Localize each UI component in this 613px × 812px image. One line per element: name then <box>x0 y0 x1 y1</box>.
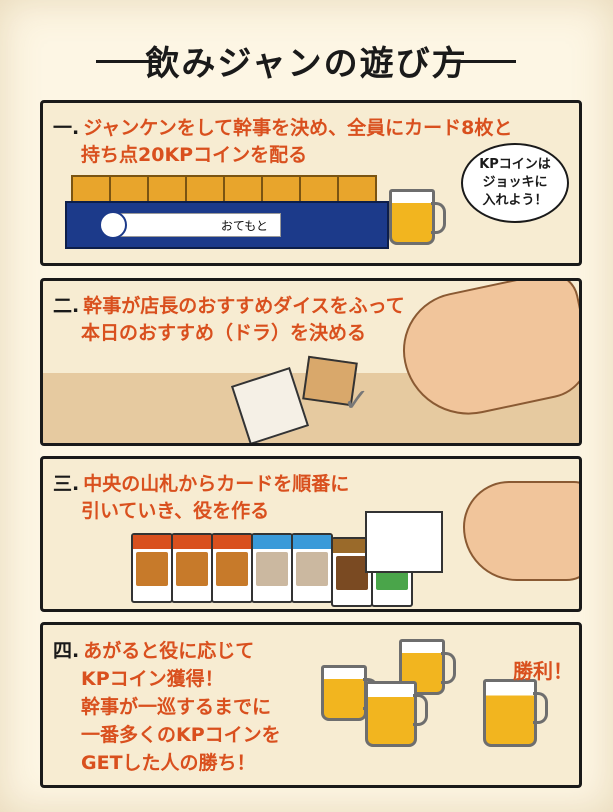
hand-icon <box>463 481 579 581</box>
title-rule-left <box>96 60 156 63</box>
step-panel-3: 三.中央の山札からカードを順番に 引いていき、役を作る <box>40 456 582 612</box>
step-panel-4: 四.あがると役に応じて KPコイン獲得！ 幹事が一巡するまでに 一番多くのKPコ… <box>40 622 582 788</box>
step-4-number: 四. <box>53 640 80 662</box>
beer-mug-icon <box>483 679 548 747</box>
step-4-line-1: あがると役に応じて <box>83 640 255 662</box>
food-card <box>211 533 253 603</box>
card-back <box>109 175 149 205</box>
step-2-line-1: 幹事が店長のおすすめダイスをふって <box>83 295 405 317</box>
bubble-line-1: KPコインは <box>479 157 551 172</box>
bubble-line-2: ジョッキに <box>482 175 548 190</box>
food-card <box>291 533 333 603</box>
title-rule-right <box>456 60 516 63</box>
page-title: 飲みジャンの遊び方 <box>145 44 468 84</box>
win-label: 勝利！ <box>513 659 573 683</box>
step-2-number: 二. <box>53 295 80 317</box>
step-3-line-1: 中央の山札からカードを順番に <box>83 473 350 495</box>
step-4-line-4: 一番多くのKPコインを <box>81 724 281 746</box>
step-3-line-2: 引いていき、役を作る <box>81 500 270 522</box>
food-card <box>131 533 173 603</box>
card-deck <box>365 511 443 573</box>
step-3-text: 三.中央の山札からカードを順番に 引いていき、役を作る <box>53 471 349 525</box>
food-card <box>171 533 213 603</box>
bubble-line-3: 入れよう！ <box>482 193 548 208</box>
step-panel-2: 二.幹事が店長のおすすめダイスをふって 本日のおすすめ（ドラ）を決める ✓ <box>40 278 582 446</box>
food-card <box>251 533 293 603</box>
chopstick-wrapper: おてもと <box>113 213 281 237</box>
motion-swoosh-icon: ✓ <box>343 381 370 419</box>
step-panel-1: 一.ジャンケンをして幹事を決め、全員にカード8枚と 持ち点20KPコインを配る … <box>40 100 582 266</box>
step-4-line-5: GETした人の勝ち！ <box>81 752 256 774</box>
beer-mug-icon <box>365 681 428 747</box>
step-4-text: 四.あがると役に応じて KPコイン獲得！ 幹事が一巡するまでに 一番多くのKPコ… <box>53 637 281 777</box>
step-1-text: 一.ジャンケンをして幹事を決め、全員にカード8枚と 持ち点20KPコインを配る <box>53 115 512 169</box>
logo-icon <box>99 211 127 239</box>
step-4-line-3: 幹事が一巡するまでに <box>81 696 272 718</box>
speech-bubble: KPコインは ジョッキに 入れよう！ <box>461 143 569 223</box>
step-1-line-1: ジャンケンをして幹事を決め、全員にカード8枚と <box>83 117 513 139</box>
beer-mug-icon <box>321 665 378 721</box>
step-1-number: 一. <box>53 117 80 139</box>
step-1-line-2: 持ち点20KPコインを配る <box>81 144 308 166</box>
step-4-line-2: KPコイン獲得！ <box>81 668 224 690</box>
step-2-text: 二.幹事が店長のおすすめダイスをふって 本日のおすすめ（ドラ）を決める <box>53 293 405 347</box>
step-3-number: 三. <box>53 473 80 495</box>
step-2-line-2: 本日のおすすめ（ドラ）を決める <box>81 322 367 344</box>
beer-mug-icon <box>389 189 446 245</box>
card-back <box>337 175 377 205</box>
